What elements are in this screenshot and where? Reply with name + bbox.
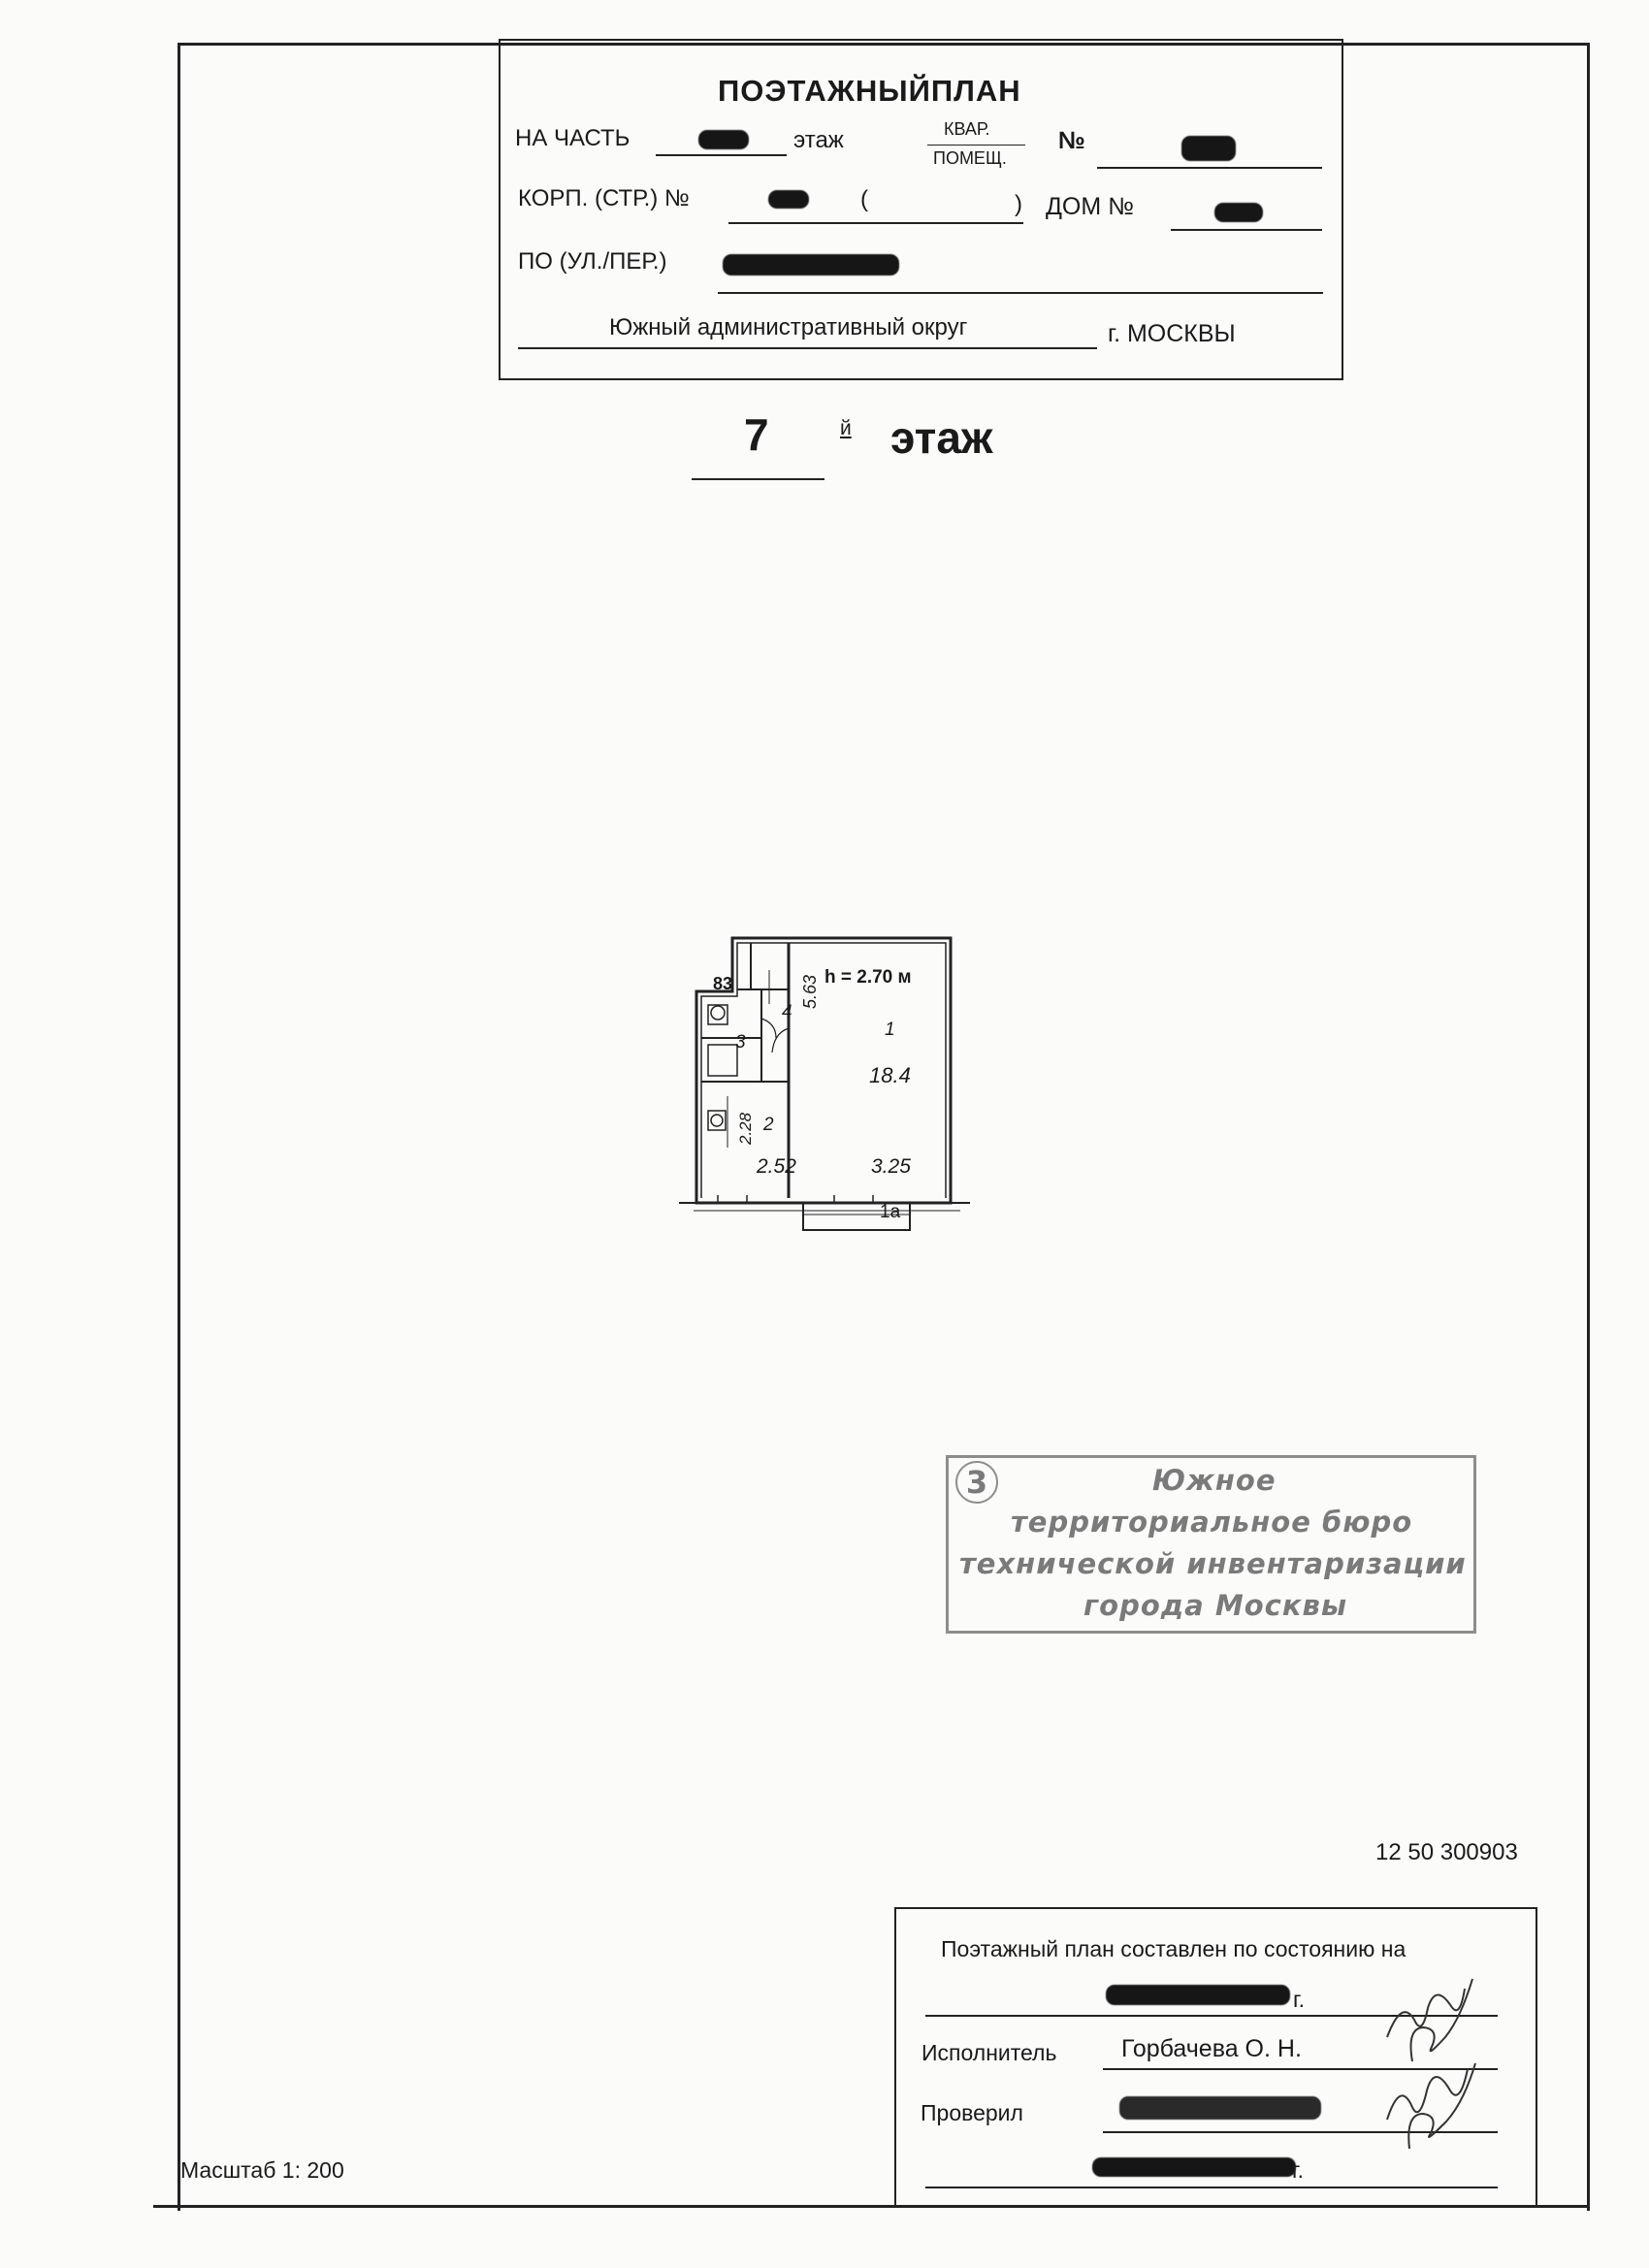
bti-stamp <box>946 1455 1476 1634</box>
field-line-korp <box>728 222 1023 224</box>
sign-date-line <box>925 2187 1498 2188</box>
label-kvar: КВАР. <box>944 119 990 139</box>
label-dom: ДОМ № <box>1046 193 1134 220</box>
okrug-text: Южный административный округ <box>609 314 968 340</box>
field-line-dom <box>1171 229 1322 231</box>
state-text: Поэтажный план составлен по состоянию на <box>941 1936 1406 1961</box>
stamp-line-1: Южное <box>1152 1464 1277 1497</box>
label-po-ul: ПО (УЛ./ПЕР.) <box>518 248 667 275</box>
plan-height-label: h = 2.70 м <box>824 967 912 988</box>
header-title: ПОЭТАЖНЫЙПЛАН <box>718 74 1021 108</box>
plan-balcony: 1а <box>880 1202 901 1222</box>
label-korp: КОРП. (СТР.) № <box>518 185 690 211</box>
plan-apt-number: 83 <box>713 974 733 993</box>
redacted-apt <box>1181 136 1236 161</box>
plan-dim-right: 3.25 <box>871 1155 911 1178</box>
sheet-frame <box>178 43 1590 2211</box>
label-paren-close: ) <box>1015 191 1022 217</box>
kvar-divider <box>927 145 1025 146</box>
state-date-suffix: г. <box>1293 1987 1305 2012</box>
stamp-line-2: территориальное бюро <box>1011 1506 1413 1539</box>
redacted-street <box>723 254 899 275</box>
signature-executor <box>1386 1978 1473 2062</box>
stamp-line-4: города Москвы <box>1083 1589 1348 1622</box>
floor-label: этаж <box>890 412 993 463</box>
redacted-sign-date <box>1092 2157 1296 2177</box>
label-paren-open: ( <box>860 186 868 212</box>
city-text: г. МОСКВЫ <box>1108 320 1236 347</box>
sheet-bottom-line <box>153 2205 1587 2208</box>
executor-label: Исполнитель <box>922 2040 1057 2065</box>
label-na-chast: НА ЧАСТЬ <box>515 125 630 151</box>
redacted-dom <box>1214 203 1263 222</box>
stamp-number-circle: 3 <box>955 1461 998 1504</box>
scale-label: Масштаб 1: 200 <box>180 2157 344 2183</box>
document-code: 12 50 300903 <box>1375 1839 1518 1865</box>
plan-room-2: 2 <box>763 1115 774 1135</box>
redacted-state-date <box>1106 1985 1290 2005</box>
label-pomeshch: ПОМЕЩ. <box>933 148 1007 168</box>
redacted-checked-name <box>1119 2096 1321 2120</box>
plan-room-4: 4 <box>782 1002 792 1022</box>
plan-room-2-dim: 2.28 <box>736 1112 755 1145</box>
field-line-okrug <box>518 347 1097 349</box>
floor-suffix: й <box>840 417 852 439</box>
plan-dim-left: 2.52 <box>757 1155 796 1178</box>
checked-line <box>1103 2131 1498 2133</box>
signature-checker <box>1386 2062 1476 2150</box>
checked-label: Проверил <box>921 2100 1023 2125</box>
redacted-floor <box>698 130 749 149</box>
sign-date-suffix: г. <box>1292 2157 1304 2183</box>
field-line-floor <box>656 154 787 156</box>
floor-plan-drawing <box>679 936 970 1231</box>
field-line-apt <box>1097 167 1322 169</box>
floor-number-underline <box>692 478 824 480</box>
plan-dim-vertical: 5.63 <box>800 974 820 1009</box>
floor-number: 7 <box>744 409 769 460</box>
plan-room-1-area: 18.4 <box>869 1063 911 1087</box>
plan-room-1: 1 <box>885 1020 895 1040</box>
redacted-korp <box>768 190 809 209</box>
field-line-street <box>718 292 1323 294</box>
executor-line <box>1103 2068 1498 2070</box>
label-etazh: этаж <box>793 127 844 153</box>
state-date-line <box>925 2015 1498 2017</box>
stamp-line-3: технической инвентаризации <box>959 1547 1467 1580</box>
executor-name: Горбачева О. Н. <box>1121 2035 1302 2062</box>
footer-box <box>894 1907 1537 2206</box>
header-box <box>499 39 1343 380</box>
plan-room-3: 3 <box>735 1032 746 1053</box>
label-number-sign: № <box>1058 127 1085 154</box>
